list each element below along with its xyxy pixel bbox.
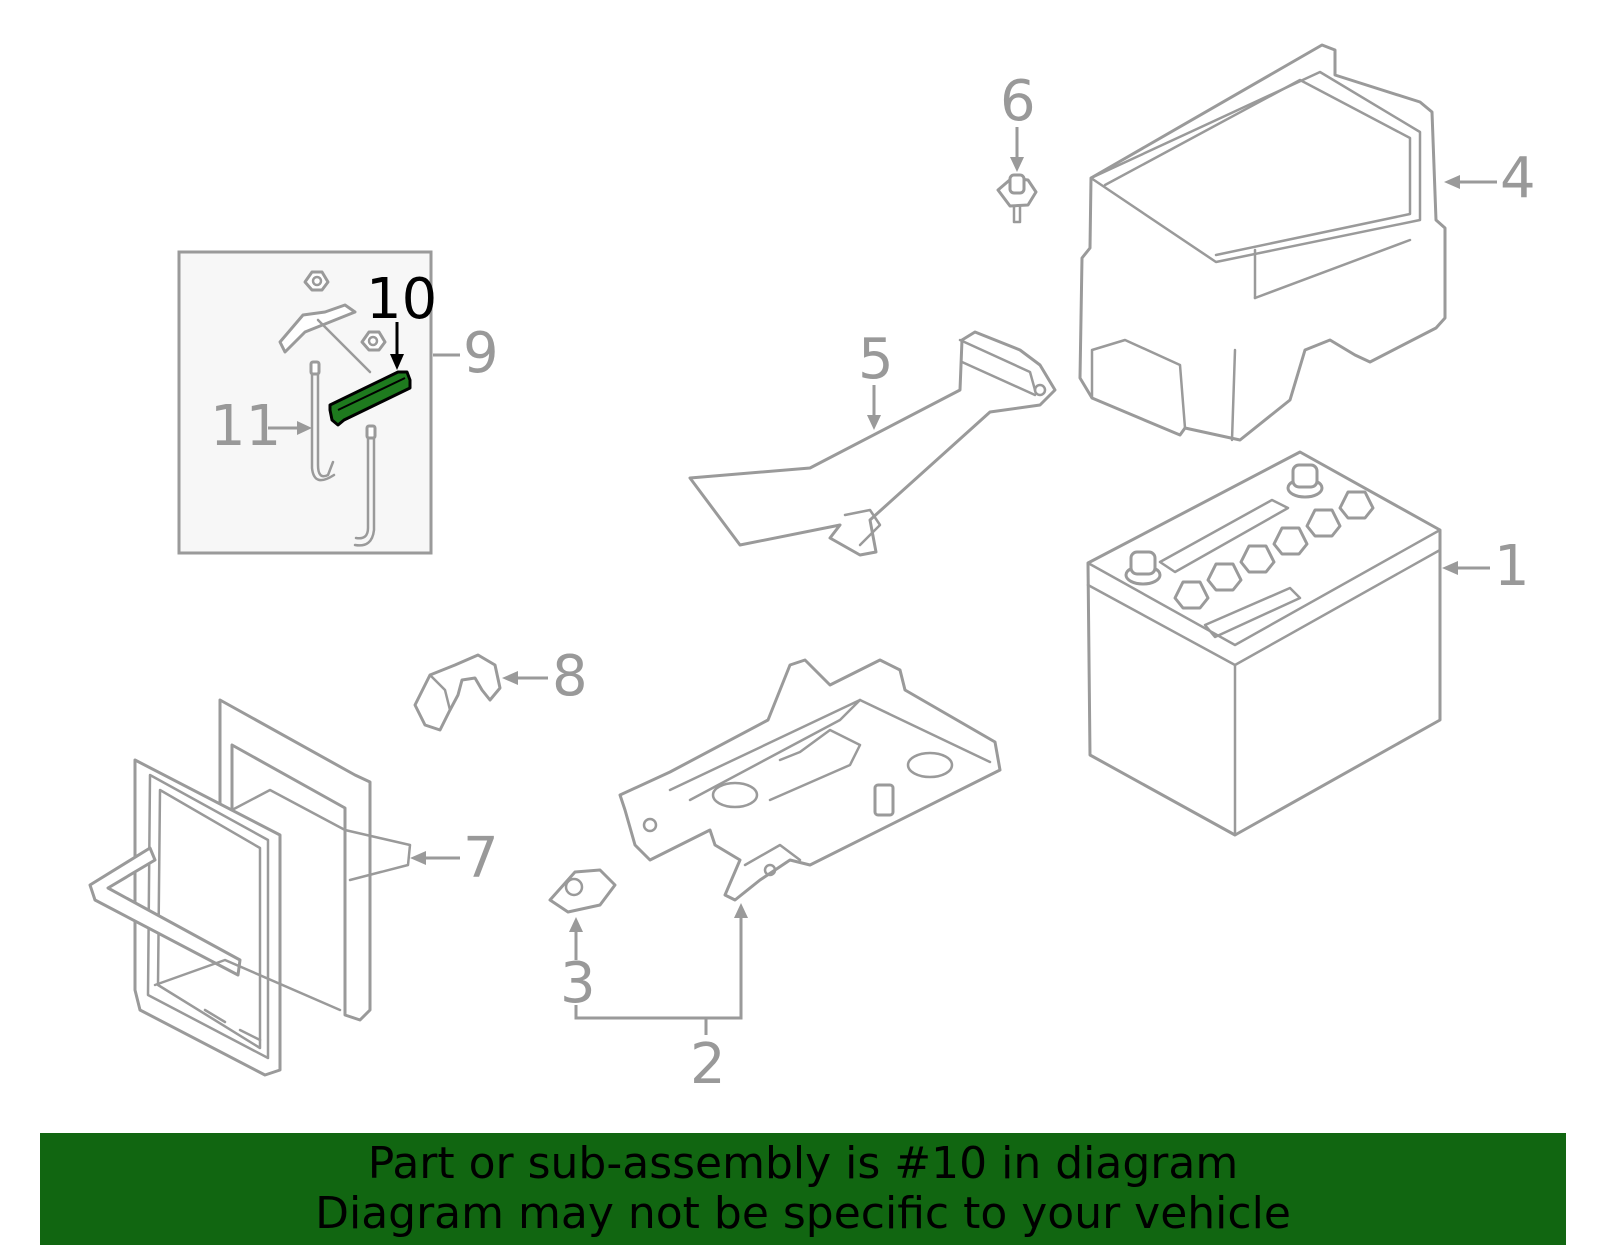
banner-line-disclaimer: Diagram may not be specific to your vehi… [315,1188,1291,1239]
callout-8: 8 [552,644,588,709]
inset-nut [303,270,330,292]
callout-labels: 1 2 3 4 5 6 7 8 9 10 11 [210,69,1536,1097]
callout-2: 2 [690,1032,726,1097]
callout-7: 7 [463,826,499,891]
bolt-part[interactable] [996,173,1038,224]
callout-4: 4 [1500,146,1536,211]
battery-vent-cap [1173,580,1210,610]
battery-frame-part[interactable] [88,698,412,1077]
callout-9: 9 [463,321,499,386]
battery-part[interactable] [1086,450,1442,837]
callout-10: 10 [366,267,437,332]
leader-lines [268,127,1497,1035]
battery-vent-cap [1239,544,1276,574]
banner-line-part-number: Part or sub-assembly is #10 in diagram [367,1138,1239,1189]
battery-vent-cap [1338,490,1375,520]
battery-vent-cap [1305,508,1342,538]
inset-hold-down-bracket [278,303,372,374]
callout-6: 6 [1000,69,1036,134]
clip-part[interactable] [413,653,502,732]
hold-down-bar-part[interactable] [688,330,1057,557]
inset-nut [360,330,387,352]
info-banner: Part or sub-assembly is #10 in diagram D… [40,1133,1566,1245]
callout-1: 1 [1494,534,1530,599]
battery-tray-part[interactable] [618,658,1002,902]
battery-terminal-cap [1124,550,1162,586]
clip-nut-part[interactable] [548,868,617,914]
battery-cover-part[interactable] [1078,43,1447,442]
callout-5: 5 [858,327,894,392]
hold-down-kit-inset[interactable] [177,250,433,555]
callout-11: 11 [210,394,281,459]
battery-terminal-cap [1286,463,1324,499]
callout-3: 3 [560,951,596,1016]
battery-vent-cap [1272,526,1309,556]
battery-vent-cap [1206,562,1243,592]
inset-j-bolt [309,360,336,482]
highlighted-part-10[interactable] [328,370,412,427]
inset-j-bolt [353,424,377,547]
